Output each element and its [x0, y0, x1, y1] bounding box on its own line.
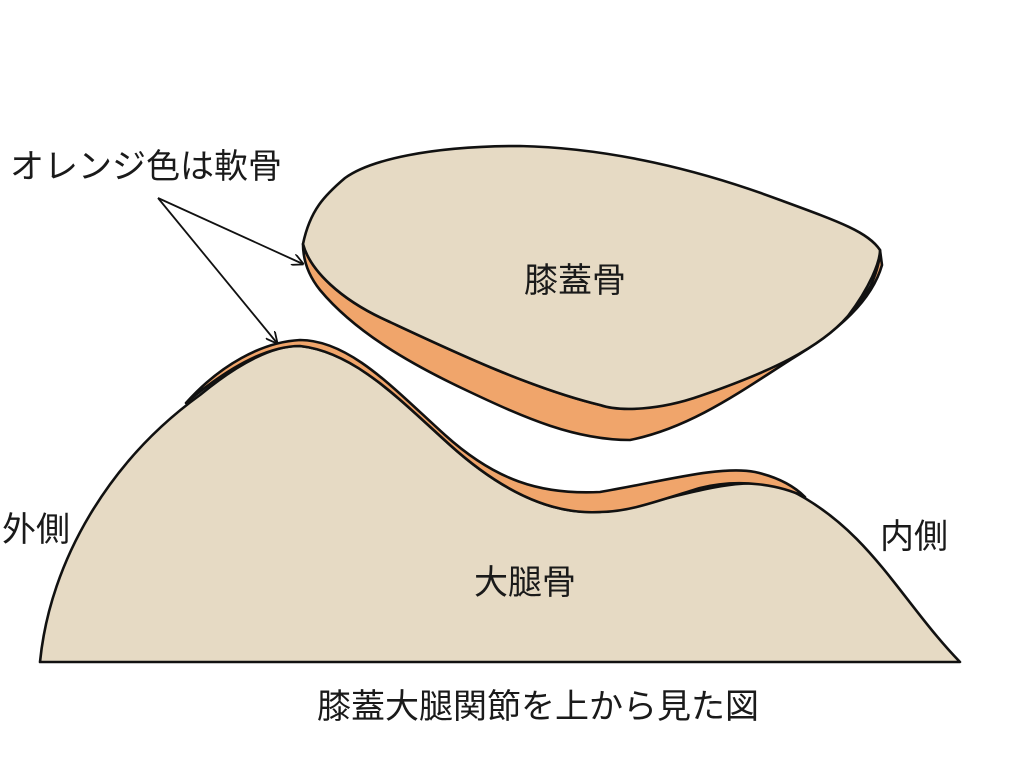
femur-label: 大腿骨 — [474, 563, 576, 603]
femur-cartilage-shape — [184, 338, 807, 514]
patella-bone-shape — [301, 144, 882, 411]
lateral-side-label: 外側 — [2, 510, 70, 550]
medial-side-label: 内側 — [880, 517, 948, 557]
cartilage-note-label: オレンジ色は軟骨 — [10, 147, 282, 187]
arrow-to-patella-cartilage — [157, 197, 303, 264]
patella-label: 膝蓋骨 — [524, 261, 626, 301]
arrow-to-femur-cartilage — [157, 197, 277, 343]
diagram-caption: 膝蓋大腿関節を上から見た図 — [317, 687, 759, 727]
